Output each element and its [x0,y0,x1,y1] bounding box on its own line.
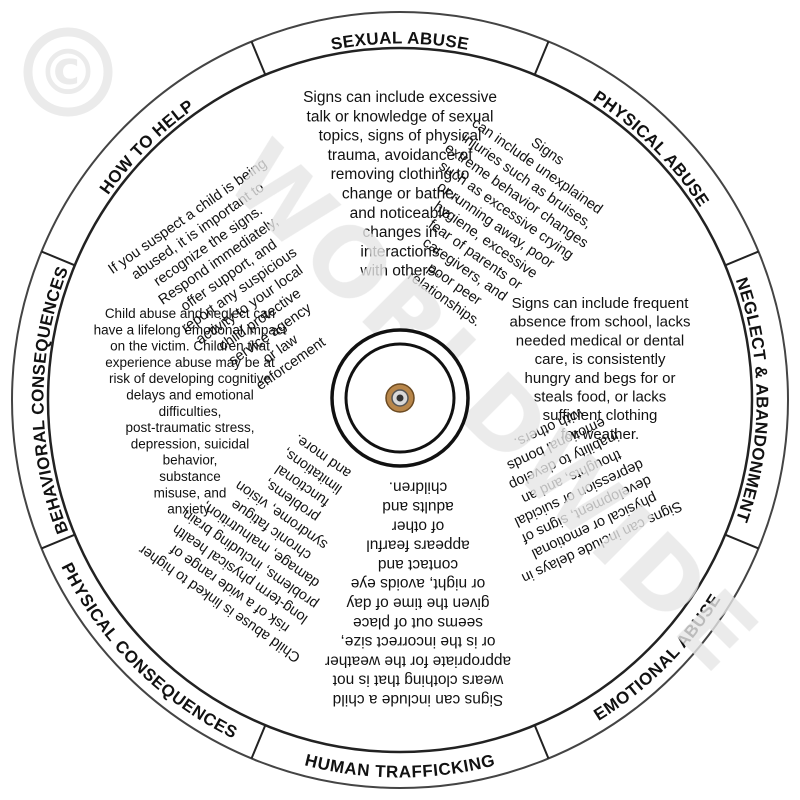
tab-separators [41,41,759,759]
section-text-line: seems out of place [353,614,483,631]
section-text-line: depression, suicidal [131,436,250,451]
section-text: Signs can include excessive talk or knowl… [303,89,497,280]
section-text-line: substance [159,469,221,484]
section-text-line: misuse, and [154,485,227,500]
tab-separator [724,533,759,550]
tab-separator [41,533,76,550]
section-text-line: have a lifelong emotional impact [94,322,287,337]
section-text-line: contact and [378,556,458,573]
section-text: Signs can include frequent absence from s… [510,295,691,443]
section-text-line: post-traumatic stress, [125,420,254,435]
section-text-line: Signs can include a child [333,691,504,708]
section-text-line: and noticeable [350,205,451,222]
tab-separator [41,250,76,267]
section-text-line: delays and emotional [126,388,254,403]
section-body-neglect-abandonment: Signs can include frequent absence from s… [510,295,691,443]
section-text-line: absence from school, lacks [510,314,691,331]
section-text-line: talk or knowledge of sexual [307,108,494,125]
section-text-line: risk of developing cognitive [109,371,271,386]
tab-separator [533,724,550,759]
section-text-line: with others. [359,263,439,280]
section-text-line: difficulties, [159,404,222,419]
section-text-line: interactions [360,243,440,260]
section-text-line: removing clothing to [331,166,470,183]
tab-separator [533,41,550,76]
tab-separator [250,724,267,759]
section-text-line: appropriate for the weather [325,652,511,669]
section-text-line: Signs can include frequent [512,295,690,312]
section-text-line: change or bathe, [342,186,458,203]
tab-separator [724,250,759,267]
watermark-copyright-symbol: © [37,36,99,109]
section-body-sexual-abuse: Signs can include excessive talk or knowl… [303,89,497,280]
section-text-line: Signs can include excessive [303,89,497,106]
section-text-line: wears clothing that is not [332,672,504,689]
section-text-line: hungry and begs for or [525,370,676,387]
section-text-line: or night, avoids eye [351,575,485,592]
rivet-hole [396,394,404,402]
section-text-line: adults and [382,498,454,515]
section-text-line: on the victim. Children that [110,339,270,354]
section-text-line: anxiety. [167,502,213,517]
section-text-line: children. [389,479,448,496]
center-hub [330,328,470,468]
section-text-line: care, is consistently [535,351,666,368]
section-text-line: experience abuse may be at [105,355,275,370]
section-text-line: appears fearful [366,537,469,554]
section-text-line: sufficient clothing [543,407,658,424]
section-body-human-trafficking: Signs can include a child wears clothing … [325,479,511,708]
section-text-line: behavior, [163,453,218,468]
section-text-line: changes in [363,224,438,241]
section-text-line: needed medical or dental [516,332,684,349]
section-text-line: of other [392,517,445,534]
tab-separator [250,41,267,76]
section-text-line: given the time of day [346,595,489,612]
section-text-line: for weather. [561,426,639,443]
section-text-line: topics, signs of physical [319,128,482,145]
section-text-line: steals food, or lacks [534,389,667,406]
section-text-line: trauma, avoidance of [328,147,473,164]
section-text-line: or is the incorrect size, [340,633,495,650]
section-text-line: Child abuse and neglect can [105,306,275,321]
watermark-copyright-ring [23,27,113,117]
section-text: Signs can include a child wears clothing … [325,479,511,708]
